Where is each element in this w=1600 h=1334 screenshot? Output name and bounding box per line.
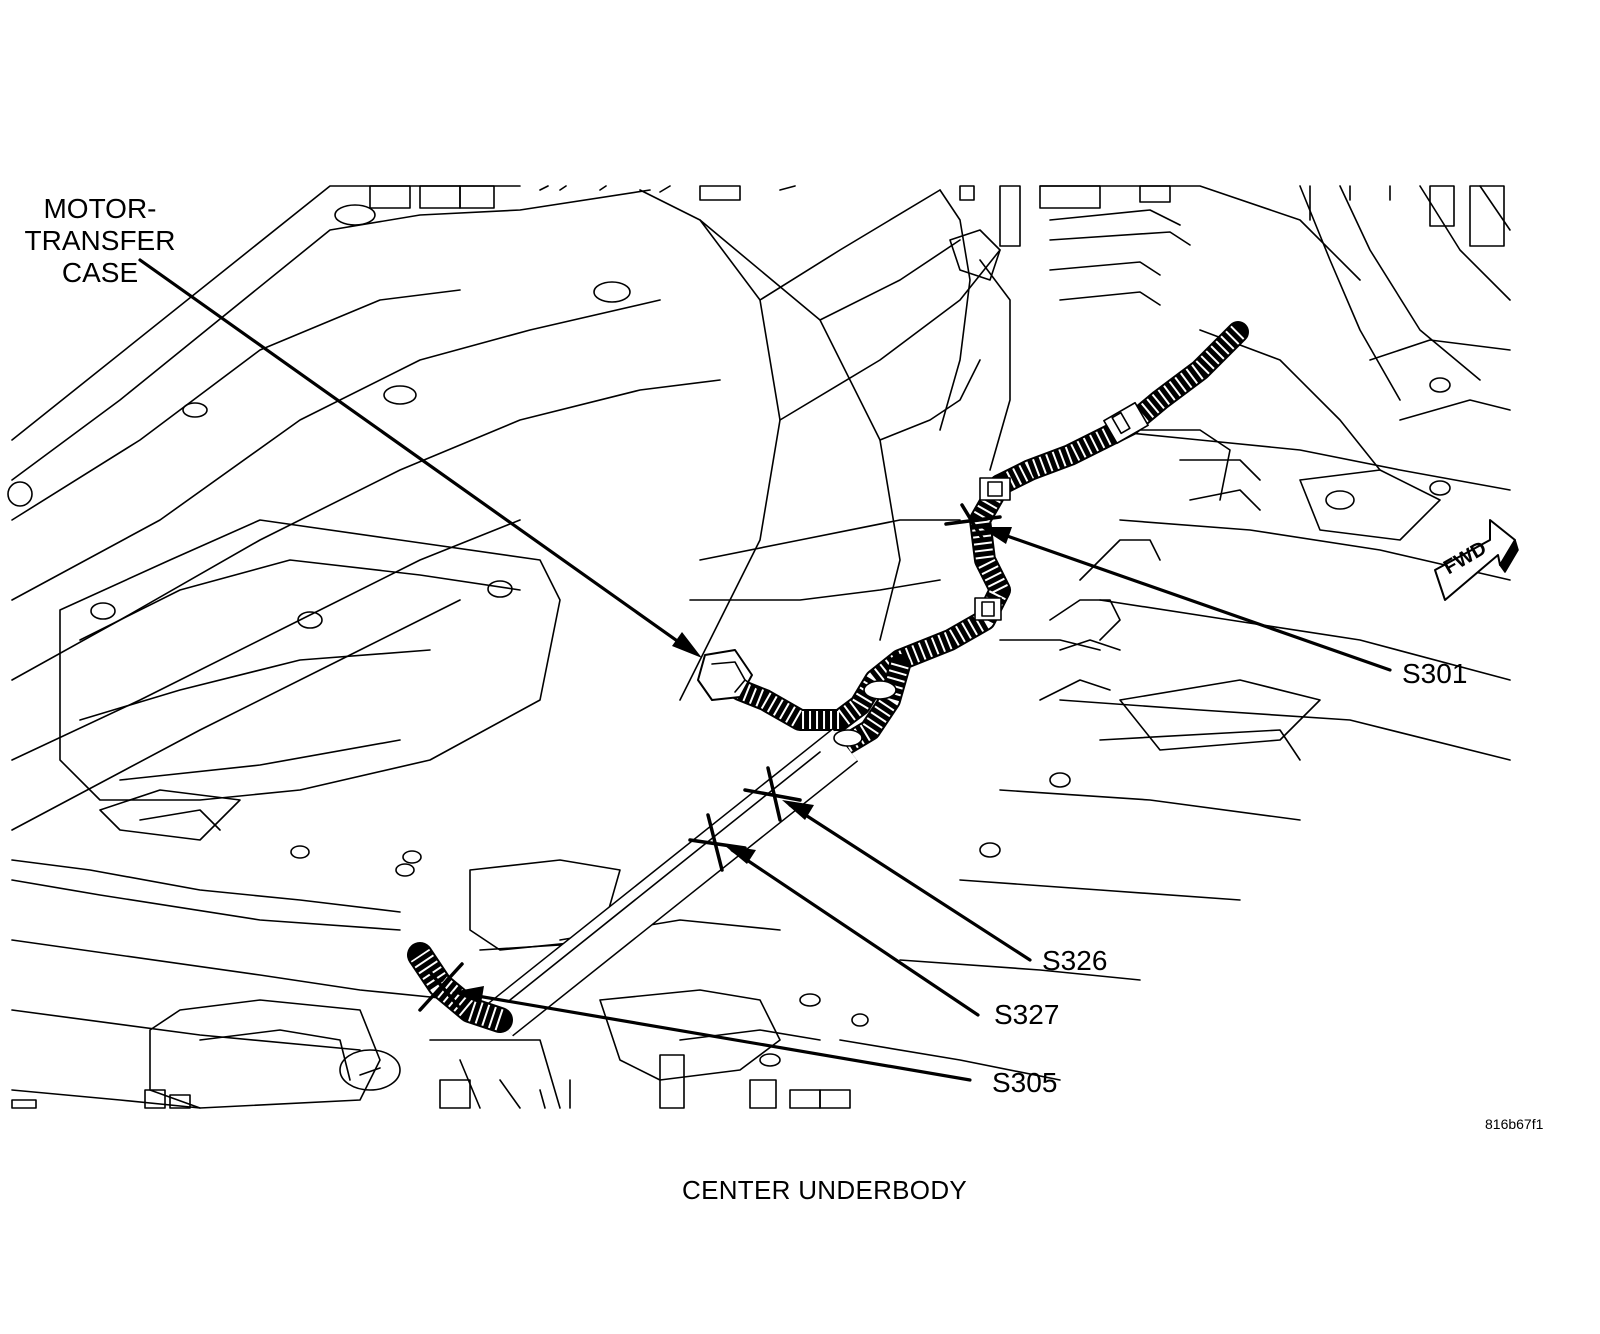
splice-markers <box>418 503 1002 1012</box>
callout-arrowheads <box>452 527 1012 1004</box>
callout-s305: S305 <box>992 1067 1058 1098</box>
floor-pan-right-outline <box>839 185 1511 1081</box>
lower-frame-structure <box>149 859 821 1109</box>
seat-mount-panel-left <box>59 519 561 841</box>
figure-id: 816b67f1 <box>1485 1116 1544 1132</box>
figure-caption: CENTER UNDERBODY <box>682 1175 968 1205</box>
center-tunnel <box>639 189 1011 701</box>
harness-connectors <box>697 401 1149 701</box>
bottom-edge-clips <box>11 1054 851 1109</box>
mounting-holes <box>7 204 1451 1067</box>
floor-pan-left-outline <box>11 185 721 1109</box>
callout-s327: S327 <box>994 999 1060 1030</box>
motor-label-line-3: CASE <box>61 257 139 288</box>
wiring-harness <box>407 321 1249 1037</box>
motor-transfer-case-label: MOTOR- TRANSFER CASE <box>20 193 180 289</box>
fwd-arrow <box>1434 519 1519 601</box>
top-edge-clips <box>369 185 1505 247</box>
motor-label-line-2: TRANSFER <box>24 225 176 256</box>
callout-s301: S301 <box>1402 658 1468 689</box>
callout-leader-lines <box>138 258 1392 1082</box>
callout-s326: S326 <box>1042 945 1108 976</box>
motor-label-line-1: MOTOR- <box>43 193 157 224</box>
